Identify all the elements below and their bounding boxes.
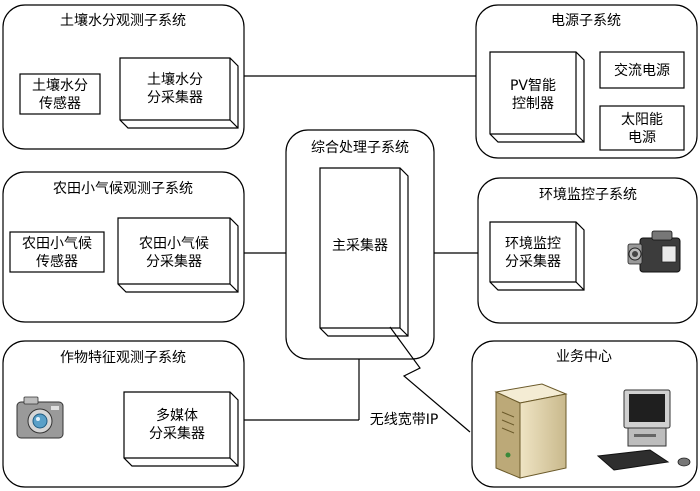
soil-collector-label-1: 土壤水分: [147, 71, 203, 88]
soil-collector-box: 土壤水分 分采集器: [119, 57, 239, 129]
climate-sensor-label-2: 传感器: [36, 253, 78, 270]
power-subsystem-title: 电源子系统: [551, 13, 621, 29]
ac-power-box: 交流电源: [599, 51, 685, 89]
crop-subsystem-title: 作物特征观测子系统: [60, 350, 186, 366]
main-collector-label: 主采集器: [332, 237, 388, 254]
env-collector-label-2: 分采集器: [505, 253, 561, 270]
soil-sensor-label-1: 土壤水分: [32, 77, 88, 94]
power-subsystem-panel: 电源子系统 PV智能 控制器 交流电源 太阳能 电源: [475, 4, 698, 159]
server-icon: [494, 383, 568, 479]
solar-power-label-2: 电源: [628, 130, 656, 146]
climate-sensor-label-1: 农田小气候: [22, 236, 92, 252]
env-collector-label-1: 环境监控: [505, 236, 561, 252]
soil-collector-label-2: 分采集器: [147, 89, 203, 106]
climate-subsystem-title: 农田小气候观测子系统: [53, 181, 193, 197]
soil-sensor-box: 土壤水分 传感器: [19, 73, 101, 115]
pv-controller-label-1: PV智能: [510, 78, 556, 94]
processing-subsystem-title: 综合处理子系统: [311, 140, 409, 156]
video-camera-icon: [627, 230, 681, 273]
climate-collector-label-2: 分采集器: [146, 253, 202, 270]
multimedia-collector-box: 多媒体 分采集器: [123, 391, 239, 467]
camera-icon: [16, 396, 64, 439]
climate-sensor-box: 农田小气候 传感器: [9, 231, 105, 273]
crop-subsystem-panel: 作物特征观测子系统 多媒体 分采集器: [2, 340, 245, 488]
workstation-icon: [596, 389, 691, 471]
env-subsystem-panel: 环境监控子系统 环境监控 分采集器: [477, 177, 698, 324]
solar-power-label-1: 太阳能: [621, 112, 663, 128]
business-center-panel: 业务中心: [471, 340, 698, 488]
env-collector-box: 环境监控 分采集器: [489, 221, 585, 291]
wireless-link: 无线宽带IP: [370, 326, 471, 433]
ac-power-label: 交流电源: [614, 62, 670, 79]
wireless-link-label: 无线宽带IP: [370, 411, 439, 428]
pv-controller-box: PV智能 控制器: [489, 51, 585, 143]
soil-sensor-label-2: 传感器: [39, 95, 81, 112]
climate-collector-box: 农田小气候 分采集器: [117, 217, 239, 293]
pv-controller-label-2: 控制器: [512, 96, 554, 112]
business-center-title: 业务中心: [556, 349, 612, 365]
main-collector-box: 主采集器: [319, 167, 409, 337]
soil-subsystem-panel: 土壤水分观测子系统 土壤水分 传感器 土壤水分 分采集器: [2, 4, 245, 150]
multimedia-collector-label-2: 分采集器: [149, 425, 205, 442]
solar-power-box: 太阳能 电源: [599, 105, 685, 151]
env-subsystem-title: 环境监控子系统: [539, 187, 637, 203]
soil-subsystem-title: 土壤水分观测子系统: [60, 12, 186, 29]
climate-collector-label-1: 农田小气候: [139, 236, 209, 252]
multimedia-collector-label-1: 多媒体: [156, 407, 198, 424]
climate-subsystem-panel: 农田小气候观测子系统 农田小气候 传感器 农田小气候 分采集器: [2, 171, 245, 323]
processing-subsystem-panel: 综合处理子系统 主采集器: [285, 129, 435, 360]
